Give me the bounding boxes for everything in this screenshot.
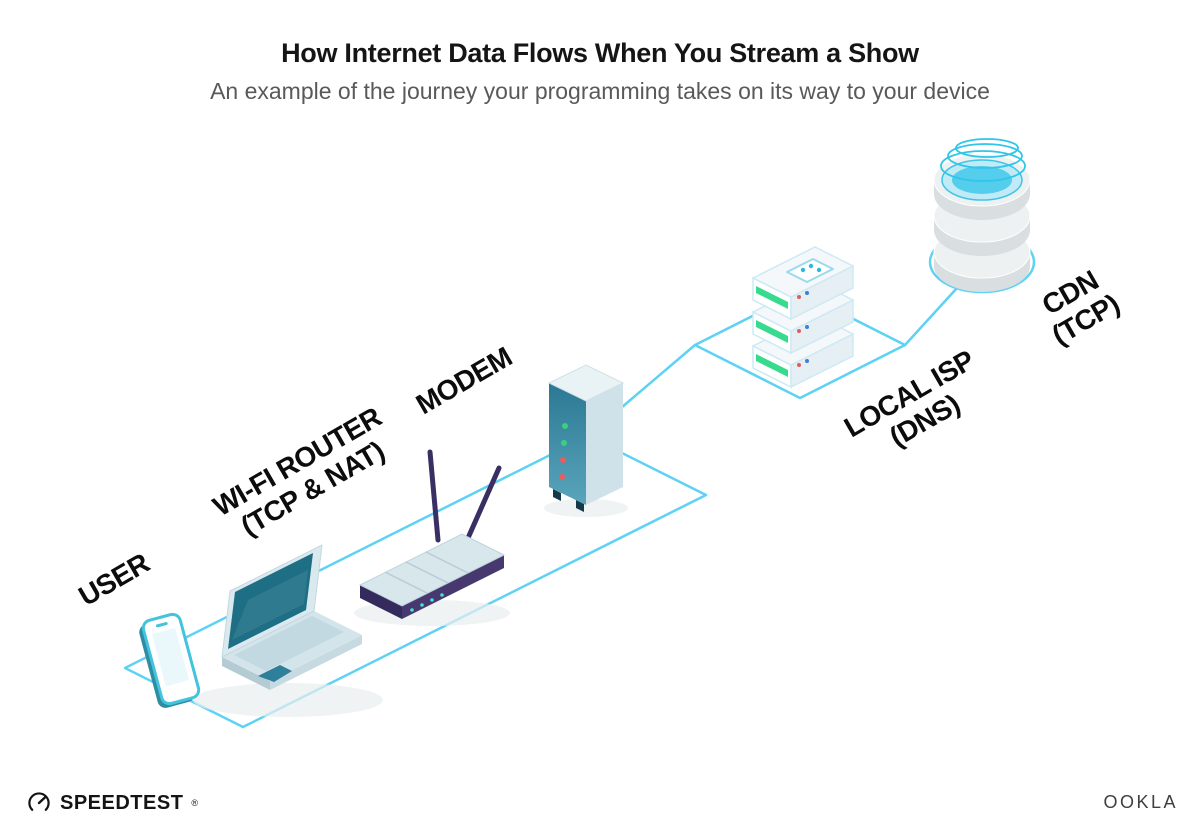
smartphone-icon: [139, 612, 201, 708]
header: How Internet Data Flows When You Stream …: [0, 38, 1200, 105]
cdn-water-swirl: [940, 138, 1026, 201]
laptop-screen: [228, 553, 313, 649]
modem-led: [559, 423, 568, 480]
speedtest-wordmark: SPEEDTEST: [60, 791, 184, 814]
ookla-logo: OOKLA: [1103, 792, 1178, 812]
router-led: [410, 593, 444, 612]
cdn-database-icon: [933, 138, 1031, 292]
page-title: How Internet Data Flows When You Stream …: [281, 38, 919, 68]
page-subtitle: An example of the journey your programmi…: [210, 78, 990, 104]
router-antenna: [427, 449, 502, 543]
modem-icon: [547, 364, 625, 512]
wifi-router-icon: [358, 449, 506, 619]
registered-mark: ®: [191, 798, 199, 808]
isp-server-icon: [751, 246, 855, 389]
laptop-trackpad: [258, 665, 292, 682]
server-top-panel: [786, 258, 834, 283]
speedtest-logo: SPEEDTEST ®: [26, 790, 198, 816]
speedtest-gauge-icon: [28, 792, 50, 811]
laptop-icon: [221, 544, 362, 690]
